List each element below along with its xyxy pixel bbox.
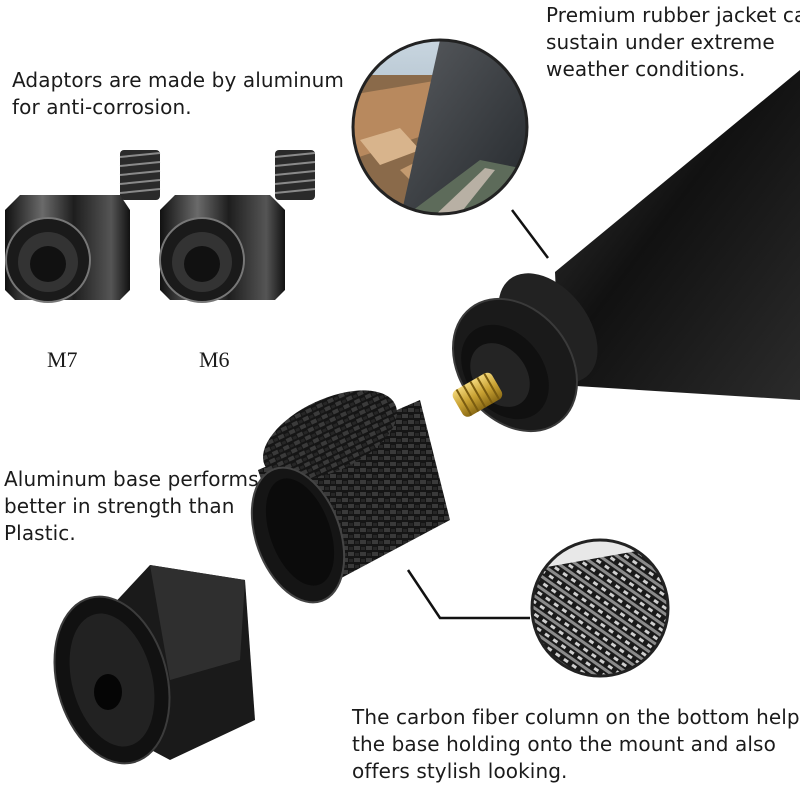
base-caption-line-2: better in strength than	[4, 494, 235, 518]
carbon-fiber-column	[250, 390, 450, 604]
carbon-pointer-line	[406, 569, 530, 620]
carbon-weave-inset	[530, 538, 670, 678]
aluminum-base	[53, 565, 255, 765]
weather-caption: Premium rubber jacket can sustain under …	[546, 2, 800, 83]
adaptor-m7-label: M7	[47, 347, 78, 372]
adaptor-m6-label: M6	[199, 347, 230, 372]
weather-caption-line-3: weather conditions.	[546, 57, 746, 81]
carbon-caption-line-1: The carbon fiber column on the bottom he…	[352, 705, 800, 729]
adaptors-caption: Adaptors are made by aluminum for anti-c…	[12, 67, 344, 121]
base-caption-line-3: Plastic.	[4, 521, 76, 545]
adaptors-caption-line-1: Adaptors are made by aluminum	[12, 68, 345, 92]
carbon-caption: The carbon fiber column on the bottom he…	[352, 704, 800, 785]
weather-caption-line-2: sustain under extreme	[546, 30, 775, 54]
weather-pointer-line	[511, 209, 549, 259]
weather-caption-line-1: Premium rubber jacket can	[546, 3, 800, 27]
adaptor-m6	[159, 150, 316, 303]
carbon-caption-line-3: offers stylish looking.	[352, 759, 568, 783]
base-caption-line-1: Aluminum base performs	[4, 467, 259, 491]
adaptors-caption-line-2: for anti-corrosion.	[12, 95, 192, 119]
carbon-caption-line-2: the base holding onto the mount and also	[352, 732, 776, 756]
base-caption: Aluminum base performs better in strengt…	[4, 466, 259, 547]
adaptor-m7	[5, 150, 161, 303]
weather-inset	[351, 38, 529, 216]
brass-screw	[452, 372, 503, 417]
